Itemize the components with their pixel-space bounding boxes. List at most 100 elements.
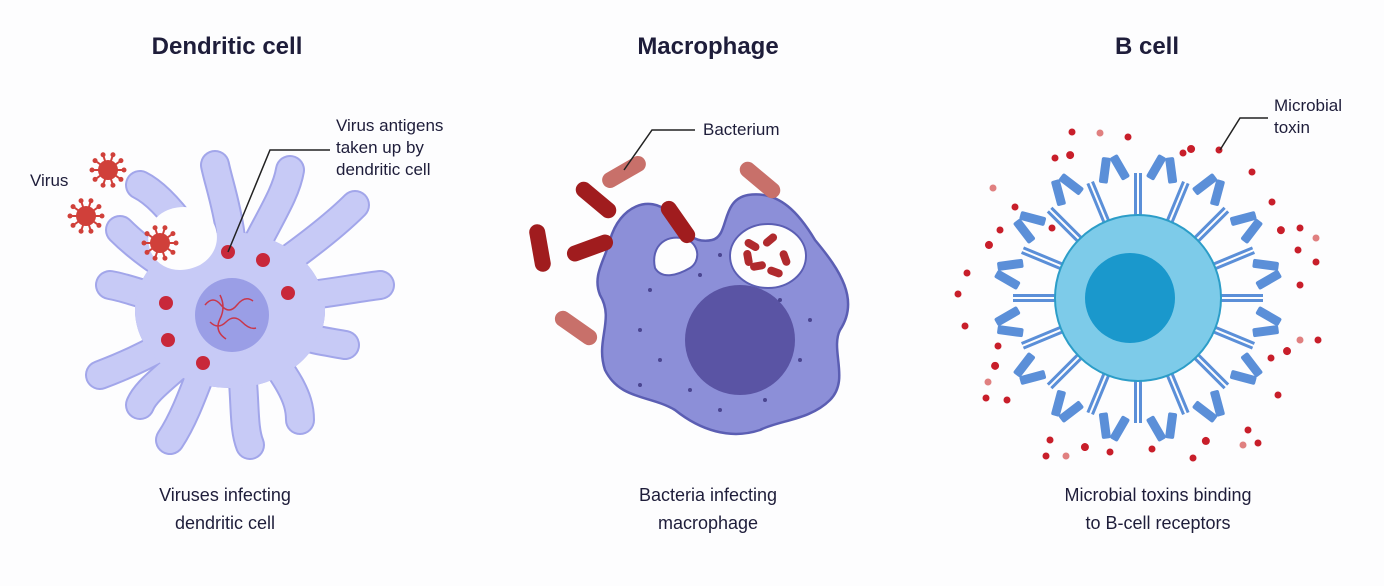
toxin-dot [1296,281,1304,289]
toxin-dot [1124,133,1132,141]
receptor-arm [1255,270,1282,290]
receptor-stem [1086,182,1107,227]
receptor-stem [1211,251,1256,272]
virus-spike-tip [144,231,150,237]
b-cell-receptor [1019,179,1085,245]
bacterium-icon [554,310,598,346]
antigen-label-line3: dendritic cell [336,160,431,179]
virus-body [150,233,170,253]
toxin-dot [1296,224,1304,232]
b-cell-title: B cell [1114,33,1180,60]
granule [778,298,782,302]
b-cell-receptor [1110,154,1166,219]
receptor-stem [1217,299,1263,302]
bound-toxin [1283,347,1292,356]
bacterium-icon [602,156,646,189]
bacterium-icon [529,224,551,272]
virus-icon [67,198,105,234]
phagosome [729,223,807,289]
toxin-dot [1274,391,1282,399]
antigen-leader-line [227,149,330,253]
virus-spike-tip [110,152,116,158]
toxin-dot [1294,246,1302,254]
virus-icon [89,152,127,188]
digested-bacterium [743,250,753,266]
receptor-stem [1050,206,1085,242]
b-cell-receptor [991,324,1067,378]
toxin-dot [1062,452,1070,460]
bound-toxin [1187,144,1196,153]
toxin-group [954,128,1322,462]
toxin-dot [1068,128,1076,136]
toxin-dot [1314,336,1322,344]
bound-toxin [1066,151,1075,160]
receptor-arm [1146,154,1166,181]
digested-bacterium [762,233,778,247]
receptor-stem [1211,324,1256,345]
receptor-stem [1020,324,1065,345]
virus-spike-tip [170,231,176,237]
bacteria-group [529,156,781,346]
receptor-stem [1217,294,1263,297]
receptor-arm [1058,173,1084,195]
toxin-dot [984,378,992,386]
bacterium-icon [660,200,696,244]
receptor-stem [1134,377,1137,423]
virus-spike-tip [88,198,94,204]
toxin-dot [1239,441,1247,449]
receptor-arm [1110,415,1130,442]
virus-spike-tip [70,204,76,210]
receptor-arm [1255,306,1282,326]
toxin-dot [1051,154,1059,162]
toxin-dot [1312,258,1320,266]
bacterium-leader-line [623,129,695,171]
receptor-stem [1020,251,1065,272]
receptor-stem [1194,210,1230,245]
bacterium-icon [739,161,781,199]
toxin-dot [1267,354,1275,362]
virus-spike-tip [70,222,76,228]
antigen-label-line2: taken up by [336,138,424,157]
virus-spike-tip [99,213,105,219]
toxin-dot [1312,234,1320,242]
granule [698,273,702,277]
virus-spike-tip [110,182,116,188]
b-cell-receptor [1058,369,1112,452]
toxin-dot [963,269,971,277]
b-cell-receptor [1164,144,1218,227]
receptor-arm [1165,157,1178,184]
granule [763,398,767,402]
b-cell-receptor [1209,324,1292,378]
receptor-arm [1051,179,1066,207]
receptor-stem [1209,246,1254,267]
toxin-dot [1096,129,1104,137]
receptor-stem [1169,369,1190,414]
receptor-arm [1252,258,1279,271]
toxin-leader-line [1219,117,1268,151]
macrophage-caption: Bacteria infecting macrophage [548,481,868,537]
virus-spike-tip [96,204,102,210]
receptor-arm [1252,325,1279,338]
receptor-arm [994,306,1021,326]
b-cell-caption-line1: Microbial toxins binding [1064,485,1252,505]
toxin-dot [1179,149,1187,157]
b-cell-receptor [1164,369,1218,445]
receptor-stem [1091,371,1112,416]
bound-toxin [1201,436,1210,445]
virus-spike-tip [100,182,106,188]
granule [718,253,722,257]
virus-spike-tip [92,158,98,164]
receptor-arm [994,270,1021,290]
receptor-stem [1091,180,1112,225]
dendritic-cell-title: Dendritic cell [151,33,303,60]
receptor-stem [1139,377,1142,423]
virus-spike-tip [89,167,95,173]
receptor-arm [1210,179,1225,207]
receptor-arm [1192,173,1218,195]
receptor-arm [1051,389,1066,417]
macrophage-caption-line1: Bacteria infecting [638,485,778,505]
virus-spike-tip [96,222,102,228]
receptor-stem [1046,210,1082,245]
